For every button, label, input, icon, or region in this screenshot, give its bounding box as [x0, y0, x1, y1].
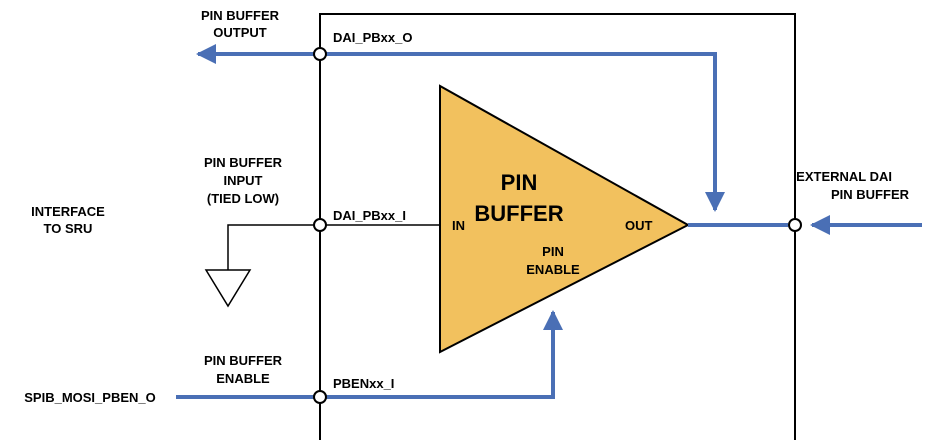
pin-buffer-input-label-3: (TIED LOW): [207, 191, 279, 206]
node-pben: [313, 390, 327, 404]
signal-o-label: DAI_PBxx_O: [333, 30, 412, 45]
node-dai-i: [313, 218, 327, 232]
signal-i-label: DAI_PBxx_I: [333, 208, 406, 223]
pin-buffer-enable-label-1: PIN BUFFER: [204, 353, 283, 368]
signal-en-label: PBENxx_I: [333, 376, 394, 391]
pin-enable-label-2: ENABLE: [526, 262, 580, 277]
pin-buffer-input-label-2: INPUT: [224, 173, 263, 188]
node-external: [788, 218, 802, 232]
input-wiring: [204, 224, 440, 308]
interface-to-sru-label-2: TO SRU: [44, 221, 93, 236]
pin-nodes: [313, 47, 802, 404]
buffer-title-2: BUFFER: [474, 201, 563, 226]
interface-to-sru-label-1: INTERFACE: [31, 204, 105, 219]
external-dai-label-2: PIN BUFFER: [831, 187, 910, 202]
external-dai-label-1: EXTERNAL DAI: [796, 169, 892, 184]
signal-lines: [176, 44, 922, 399]
spib-label: SPIB_MOSI_PBEN_O: [24, 390, 156, 405]
pin-buffer-enable-label-2: ENABLE: [216, 371, 270, 386]
enable-line: [176, 310, 563, 399]
pin-buffer-output-label-2: OUTPUT: [213, 25, 267, 40]
pin-enable-label-1: PIN: [542, 244, 564, 259]
input-line: [227, 224, 440, 270]
output-line: [196, 44, 725, 212]
pin-buffer-output-label-1: PIN BUFFER: [201, 8, 280, 23]
buffer-title-1: PIN: [501, 170, 538, 195]
ground-symbol-icon: [204, 269, 252, 308]
node-dai-o: [313, 47, 327, 61]
in-label: IN: [452, 218, 465, 233]
out-label: OUT: [625, 218, 653, 233]
pin-buffer-input-label-1: PIN BUFFER: [204, 155, 283, 170]
